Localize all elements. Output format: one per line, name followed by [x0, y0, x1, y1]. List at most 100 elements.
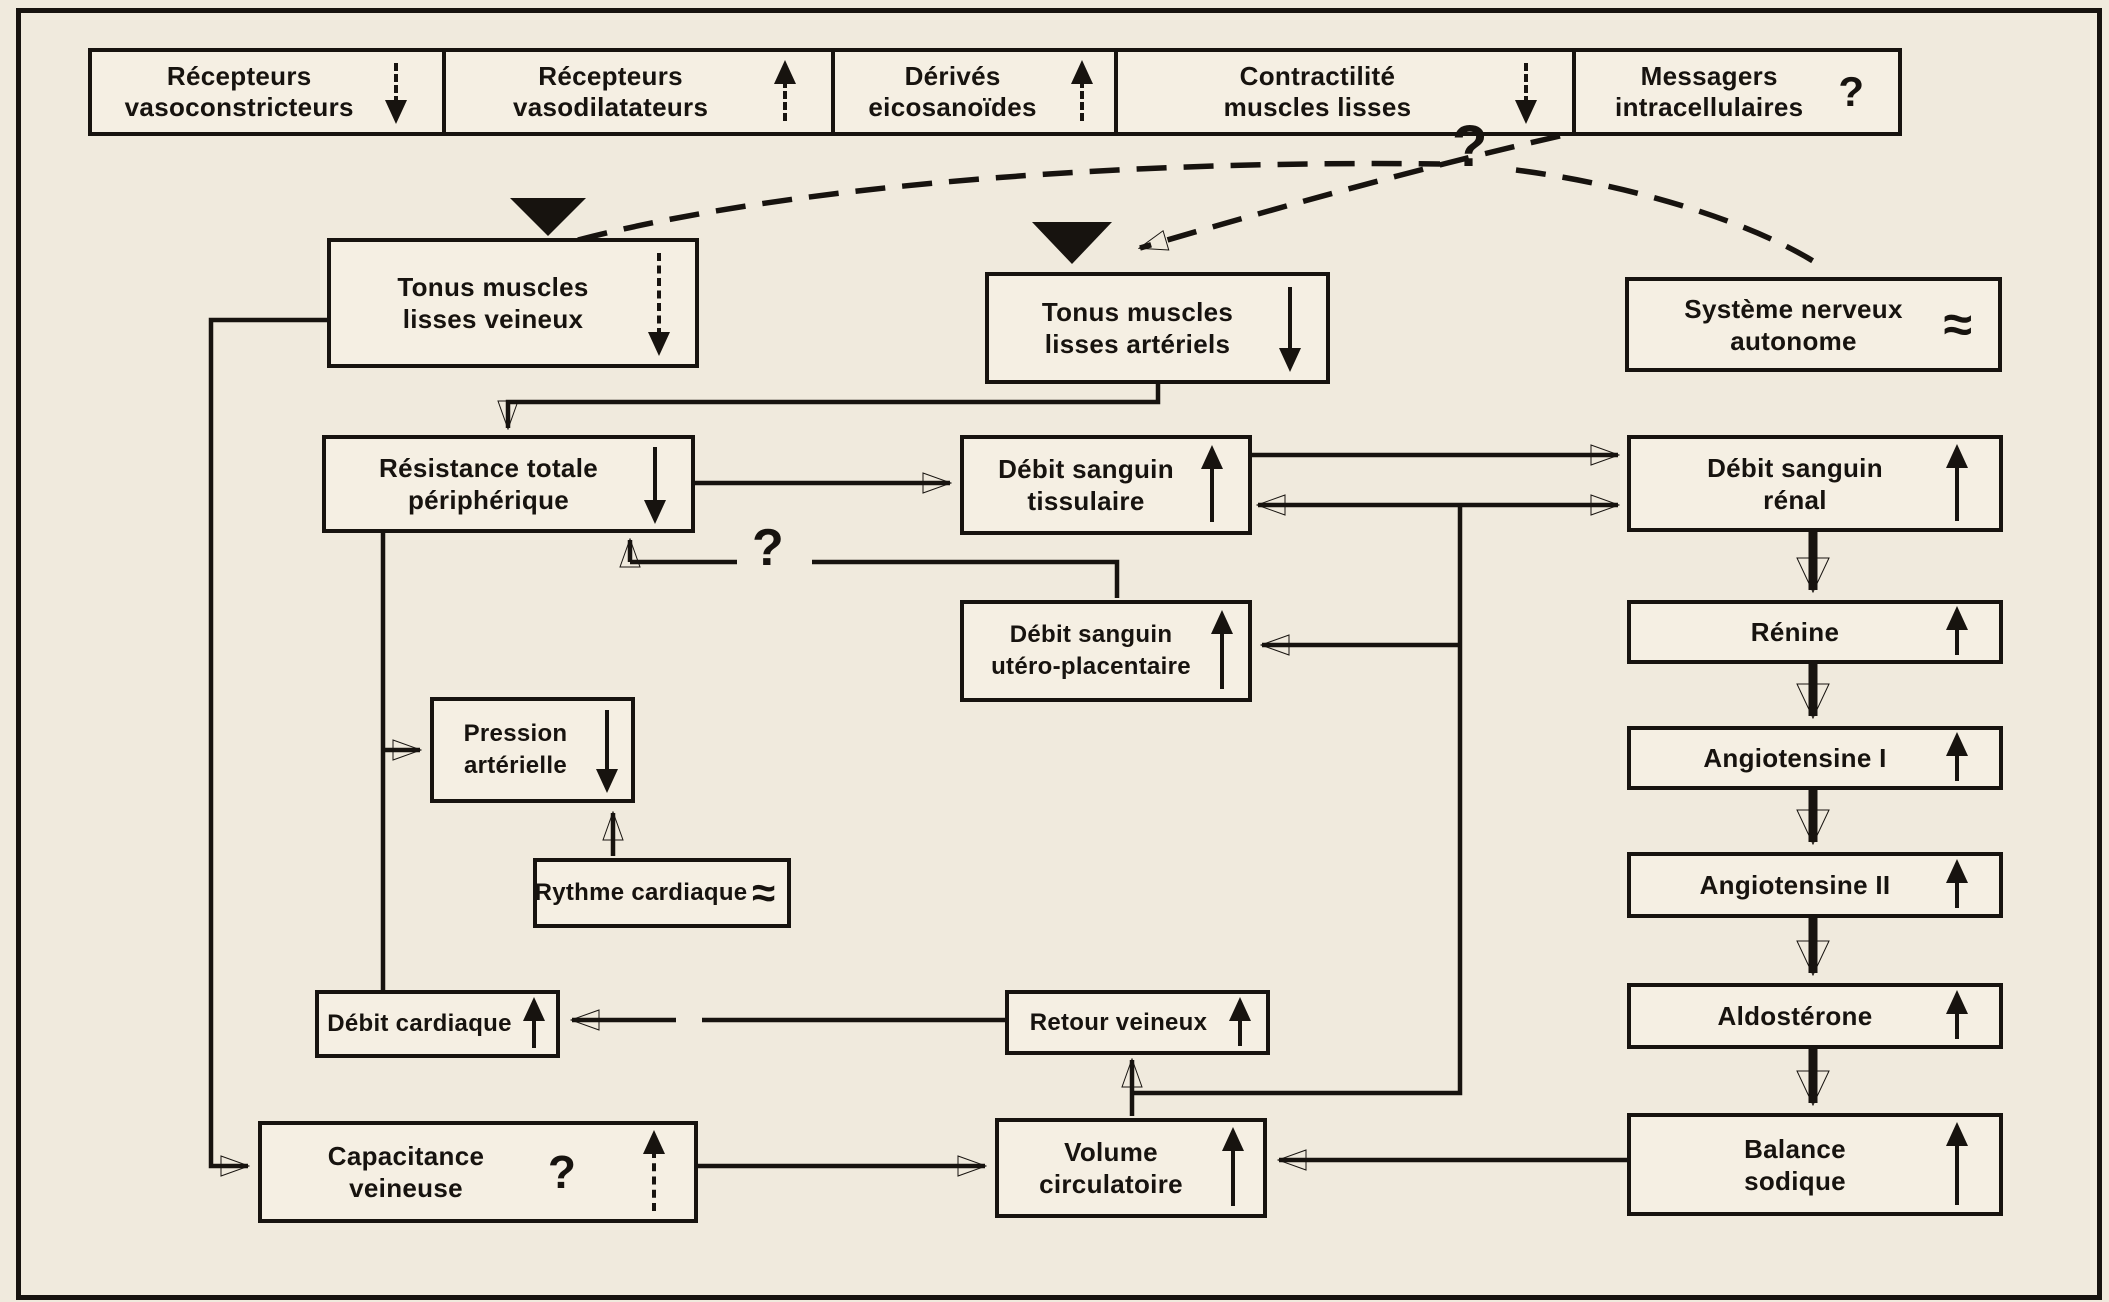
node-line: rénal	[1763, 484, 1827, 515]
dashed-up-arrow-icon	[642, 1130, 666, 1214]
node-line: Débit sanguin	[1707, 452, 1883, 483]
node-line: Rénine	[1750, 617, 1840, 647]
header-line: intracellulaires	[1615, 92, 1804, 122]
node-label: Rythme cardiaque	[534, 862, 787, 924]
header-cell-contractilite-muscles-lisses: Contractilité muscles lisses	[1114, 52, 1572, 132]
header-line: muscles lisses	[1223, 92, 1412, 122]
dashed-down-arrow-icon	[647, 250, 671, 356]
header-line: Dérivés	[904, 61, 1001, 91]
node-line: lisses veineux	[402, 304, 584, 334]
header-label: Contractilité muscles lisses	[1224, 61, 1468, 123]
node-line: Angiotensine II	[1699, 870, 1891, 900]
wire-dashed-curve-left	[577, 160, 1441, 243]
node-label: Balance sodique	[1631, 1117, 1999, 1212]
node-line: Tonus muscles	[1041, 297, 1234, 327]
node-debit-sanguin-renal: Débit sanguin rénal	[1627, 435, 2003, 532]
node-line: Débit sanguin	[1009, 621, 1173, 648]
node-line: artérielle	[463, 752, 568, 779]
wire-question-link-right	[812, 559, 1120, 598]
down-arrow-icon	[1278, 284, 1302, 372]
wire-dashed-curve-to-arteriels	[1140, 133, 1561, 251]
node-label: Pression artérielle	[434, 701, 631, 799]
node-label: Système nerveux autonome	[1629, 281, 1998, 368]
node-label: Aldostérone	[1631, 987, 1999, 1045]
question-mark-annotation-top: ?	[1452, 114, 1488, 179]
up-arrow-icon	[1221, 1127, 1245, 1209]
triangle-pointer-veineux	[510, 198, 586, 236]
node-label: Rénine	[1631, 604, 1999, 660]
up-arrow-icon	[1945, 990, 1969, 1042]
node-volume-circulatoire: Volume circulatoire	[995, 1118, 1267, 1218]
header-label: Récepteurs vasoconstricteurs	[125, 61, 410, 123]
node-line: Pression	[463, 720, 568, 747]
node-line: Aldostérone	[1717, 1001, 1873, 1031]
node-tonus-muscles-lisses-veineux: Tonus muscles lisses veineux	[327, 238, 699, 368]
up-arrow-icon	[1945, 732, 1969, 784]
node-aldosterone: Aldostérone	[1627, 983, 2003, 1049]
header-label: Messagers intracellulaires	[1615, 61, 1859, 123]
node-line: sodique	[1744, 1165, 1846, 1196]
node-label: Débit sanguin rénal	[1631, 439, 1999, 528]
wire-dashed-curve-to-systeme-nerveux	[1515, 167, 1826, 271]
node-label: Débit sanguin utéro-placentaire	[964, 604, 1248, 698]
node-retour-veineux: Retour veineux	[1005, 990, 1270, 1055]
node-label: Tonus muscles lisses veineux	[331, 242, 695, 364]
header-line: vasoconstricteurs	[124, 92, 354, 122]
node-label: Angiotensine I	[1631, 730, 1999, 786]
node-pression-arterielle: Pression artérielle	[430, 697, 635, 803]
node-line: Rythme cardiaque	[534, 879, 748, 906]
header-label: Dérivés eicosanoïdes	[868, 61, 1080, 123]
triangle-pointer-arteriels	[1032, 222, 1112, 264]
up-arrow-icon	[1945, 859, 1969, 911]
node-line: Tonus muscles	[397, 272, 589, 302]
header-line: Messagers	[1640, 61, 1778, 91]
wire-tonus-arteriels-to-resistance	[508, 384, 1161, 428]
node-resistance-totale-peripherique: Résistance totale périphérique	[322, 435, 695, 533]
header-label: Récepteurs vasodilatateurs	[513, 61, 764, 123]
dashed-down-arrow-icon	[1514, 60, 1538, 124]
node-debit-cardiaque: Débit cardiaque	[315, 990, 560, 1058]
header-cell-recepteurs-vasoconstricteurs: Récepteurs vasoconstricteurs	[92, 52, 442, 132]
node-label: Débit sanguin tissulaire	[964, 439, 1248, 531]
header-cell-messagers-intracellulaires: Messagers intracellulaires ?	[1572, 52, 1898, 132]
node-rythme-cardiaque: Rythme cardiaque ≈	[533, 858, 791, 928]
node-line: Balance	[1744, 1133, 1846, 1164]
node-label: Tonus muscles lisses artériels	[989, 276, 1326, 380]
node-line: Débit sanguin	[998, 454, 1174, 484]
header-cell-recepteurs-vasodilatateurs: Récepteurs vasodilatateurs	[442, 52, 830, 132]
question-mark-icon: ?	[1838, 68, 1864, 115]
node-line: périphérique	[407, 485, 570, 515]
node-line: Volume	[1064, 1137, 1158, 1167]
node-line: Capacitance	[327, 1141, 485, 1171]
node-capacitance-veineuse: Capacitance veineuse ?	[258, 1121, 698, 1223]
approx-icon: ≈	[1943, 295, 1972, 354]
node-debit-sanguin-tissulaire: Débit sanguin tissulaire	[960, 435, 1252, 535]
node-label: Débit cardiaque	[319, 994, 556, 1054]
node-label: Volume circulatoire	[999, 1122, 1263, 1214]
header-line: Récepteurs	[166, 61, 312, 91]
dashed-up-arrow-icon	[1070, 60, 1094, 124]
node-line: autonome	[1730, 325, 1857, 356]
up-arrow-icon	[522, 997, 546, 1051]
node-label: Capacitance veineuse	[262, 1125, 694, 1219]
dashed-down-arrow-icon	[384, 60, 408, 124]
wire-tonus-veineux-to-capacitance	[208, 317, 327, 1166]
outer-frame	[16, 8, 2102, 1300]
node-line: Débit cardiaque	[327, 1010, 512, 1037]
wire-central-vertical	[1134, 505, 1463, 1096]
node-line: Retour veineux	[1029, 1008, 1208, 1036]
node-line: utéro-placentaire	[991, 653, 1191, 680]
node-systeme-nerveux-autonome: Système nerveux autonome ≈	[1625, 277, 2002, 372]
up-arrow-icon	[1945, 443, 1969, 524]
node-angiotensine-1: Angiotensine I	[1627, 726, 2003, 790]
node-angiotensine-2: Angiotensine II	[1627, 852, 2003, 918]
node-line: tissulaire	[1027, 486, 1145, 516]
header-line: eicosanoïdes	[868, 92, 1037, 122]
node-label: Angiotensine II	[1631, 856, 1999, 914]
header-cell-derives-eicosanoides: Dérivés eicosanoïdes	[830, 52, 1115, 132]
approx-icon: ≈	[751, 869, 775, 916]
up-arrow-icon	[1945, 1121, 1969, 1208]
node-label: Résistance totale périphérique	[326, 439, 691, 529]
